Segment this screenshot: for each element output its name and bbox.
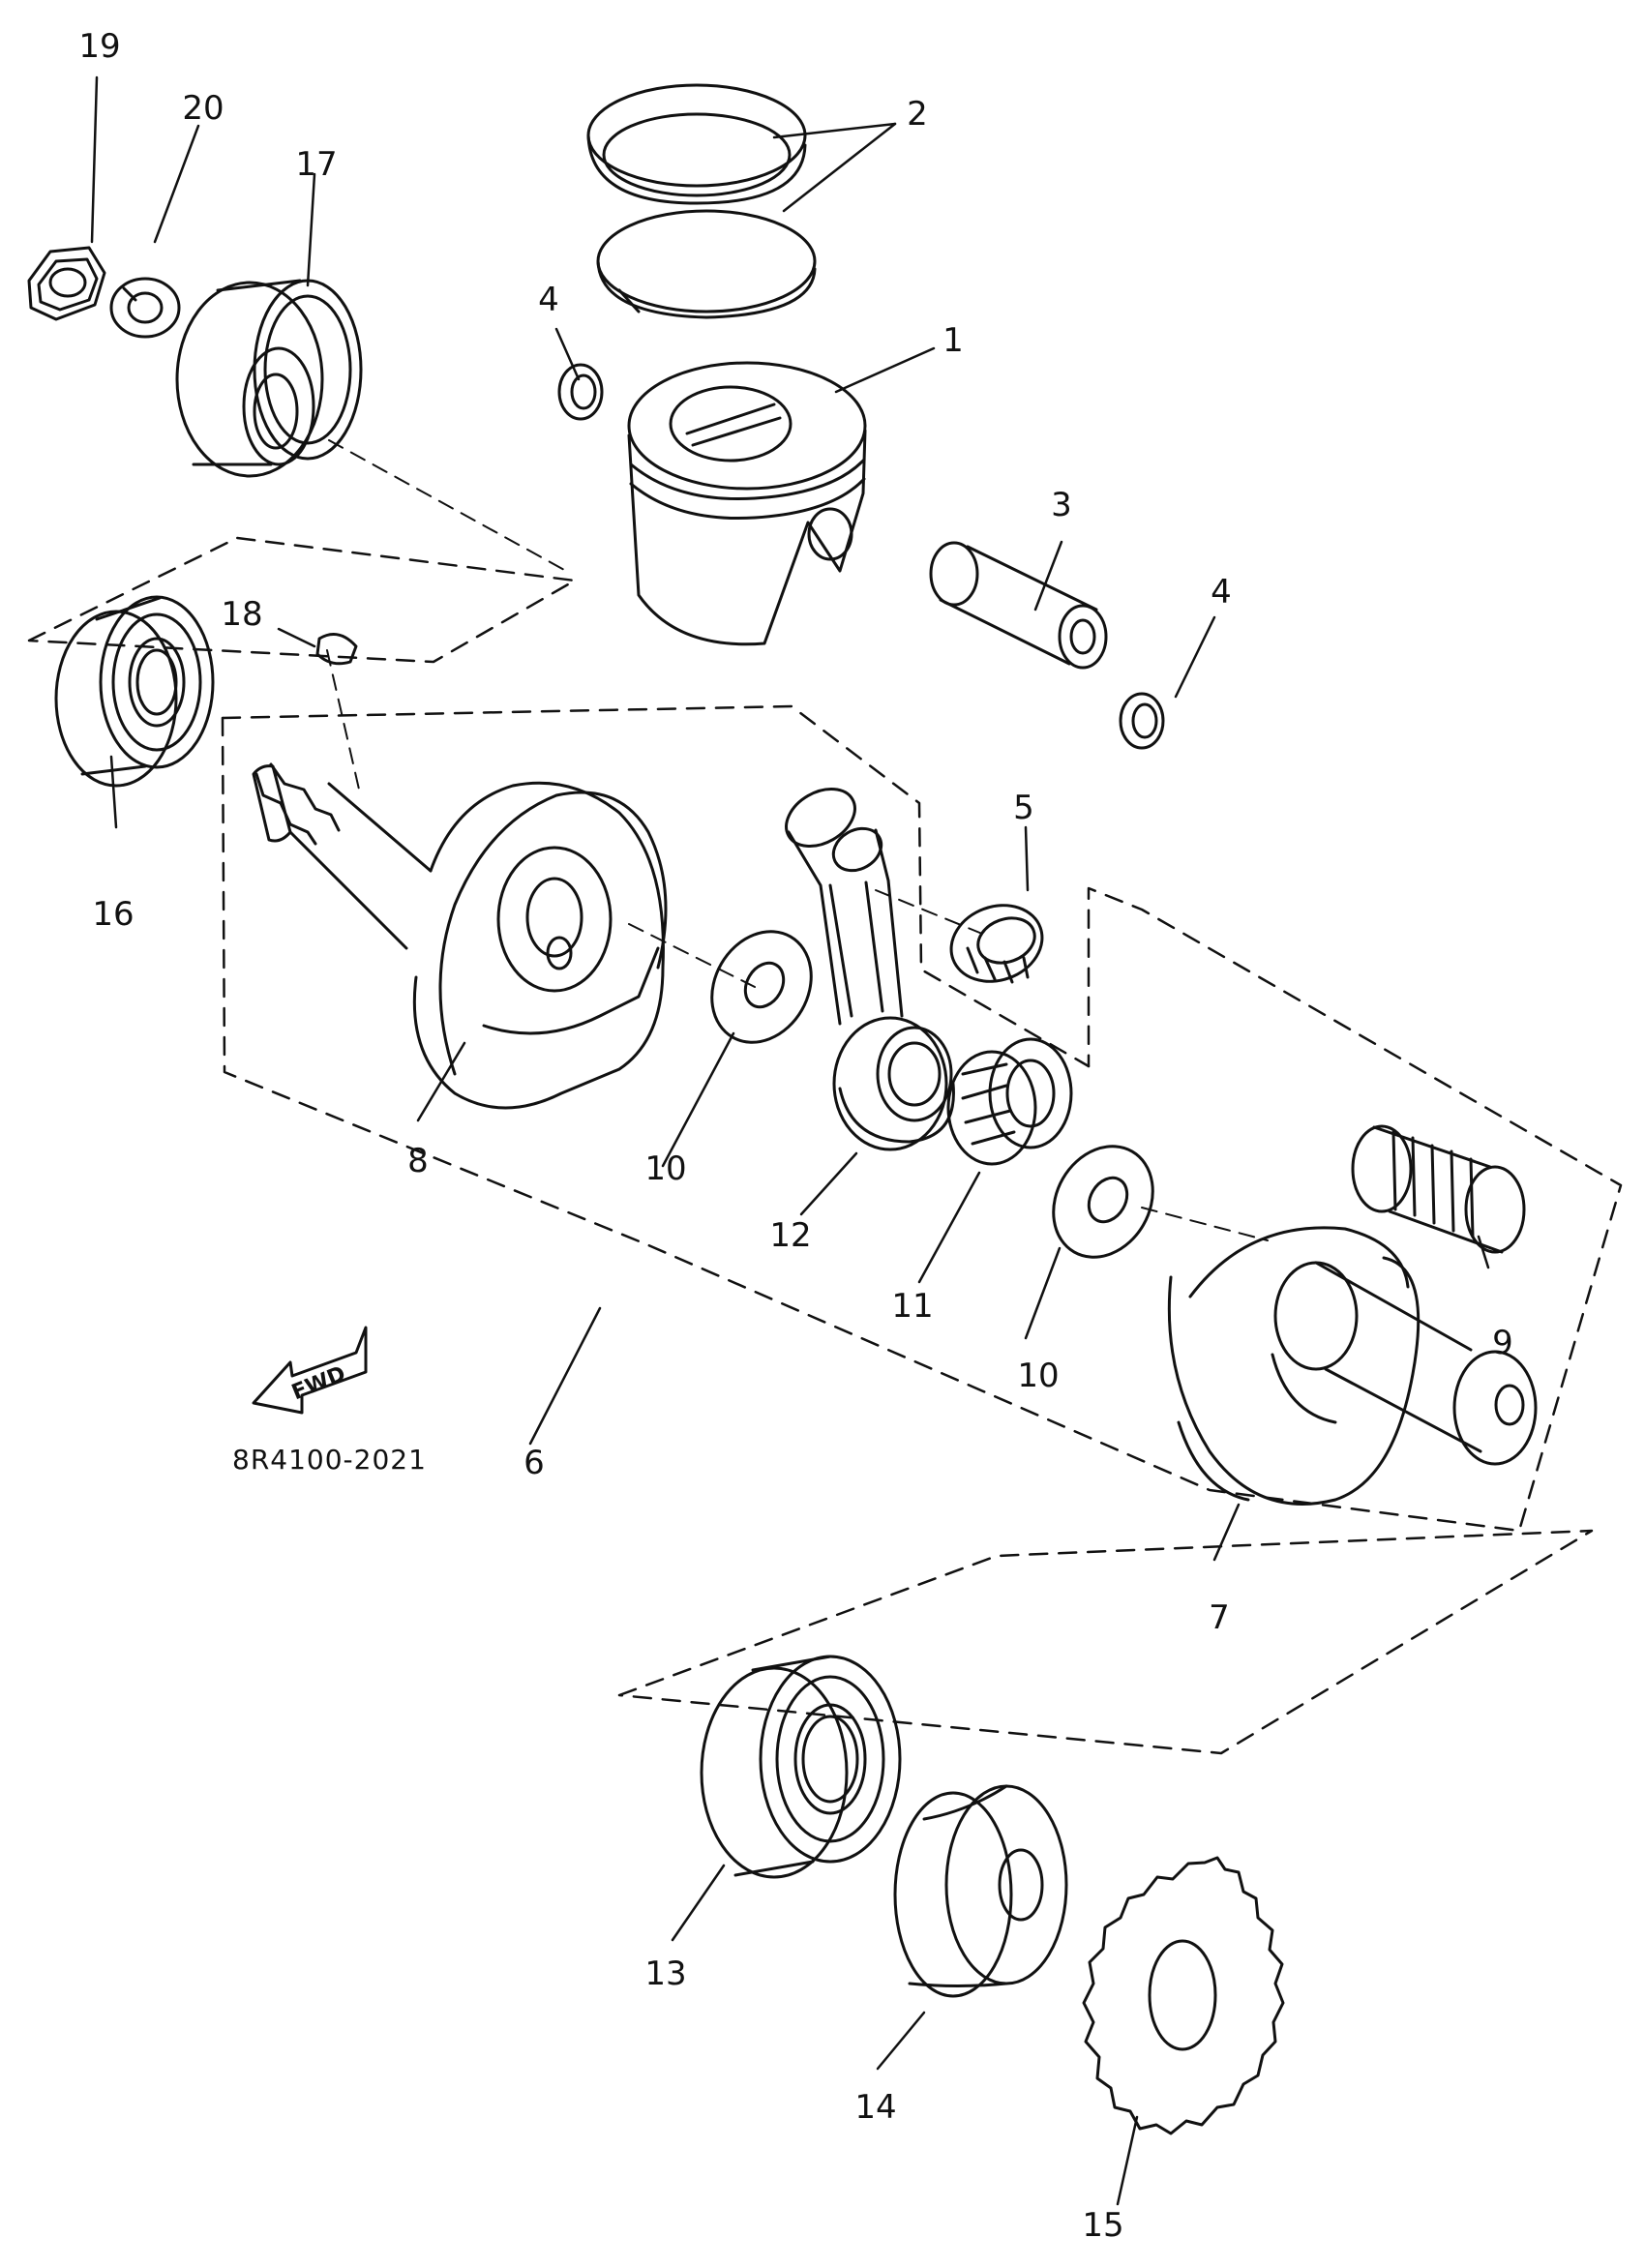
callout-3: 3 <box>1051 486 1072 524</box>
callout-6: 6 <box>523 1444 545 1482</box>
callout-20: 20 <box>182 89 224 128</box>
callout-13: 13 <box>644 1955 687 1993</box>
bearing-right <box>700 1655 902 1879</box>
circlip-lower <box>1119 692 1165 750</box>
woodruff-key <box>315 633 358 666</box>
callout-5: 5 <box>1013 789 1034 827</box>
callout-10-upper: 10 <box>644 1149 687 1188</box>
leader-lines <box>90 75 1490 2206</box>
piston-pin <box>929 541 1108 670</box>
callout-19: 19 <box>78 27 121 66</box>
callout-18: 18 <box>221 595 263 634</box>
primary-drive-gear <box>1082 1856 1285 2135</box>
circlip-upper <box>557 363 604 421</box>
hex-nut <box>27 246 106 321</box>
callout-2: 2 <box>907 95 928 134</box>
callout-4-lower: 4 <box>1211 573 1232 612</box>
callout-8: 8 <box>407 1142 429 1180</box>
lock-washer <box>109 277 181 339</box>
piston <box>627 361 867 646</box>
assembly-outlines <box>27 536 1623 1755</box>
callout-10-lower: 10 <box>1017 1357 1060 1395</box>
thrust-washer-lower <box>1052 1145 1154 1259</box>
callout-12: 12 <box>769 1216 812 1255</box>
drawing-code: 8R4100-2021 <box>232 1444 427 1476</box>
small-end-bearing <box>949 904 1044 984</box>
axis-lines <box>326 439 1269 1241</box>
callout-4-upper: 4 <box>538 281 559 319</box>
bearing-left <box>54 595 215 788</box>
callout-11: 11 <box>891 1287 934 1326</box>
fwd-label: FWD <box>288 1362 349 1406</box>
crank-half-left <box>252 762 668 1110</box>
callout-17: 17 <box>295 145 338 184</box>
oil-seal-right <box>893 1784 1068 1998</box>
big-end-bearing <box>946 1037 1073 1166</box>
piston-rings <box>586 83 817 319</box>
callout-14: 14 <box>854 2088 897 2127</box>
callout-16: 16 <box>92 895 135 934</box>
callout-1: 1 <box>942 321 964 360</box>
callout-7: 7 <box>1209 1598 1230 1637</box>
oil-seal <box>175 279 363 478</box>
fwd-arrow-icon: FWD <box>252 1326 368 1415</box>
callout-9: 9 <box>1492 1324 1513 1362</box>
crank-pin <box>1351 1124 1526 1254</box>
callout-15: 15 <box>1082 2206 1124 2245</box>
thrust-washer-upper <box>710 930 813 1044</box>
connecting-rod <box>785 788 955 1151</box>
crank-half-right <box>1167 1226 1538 1506</box>
